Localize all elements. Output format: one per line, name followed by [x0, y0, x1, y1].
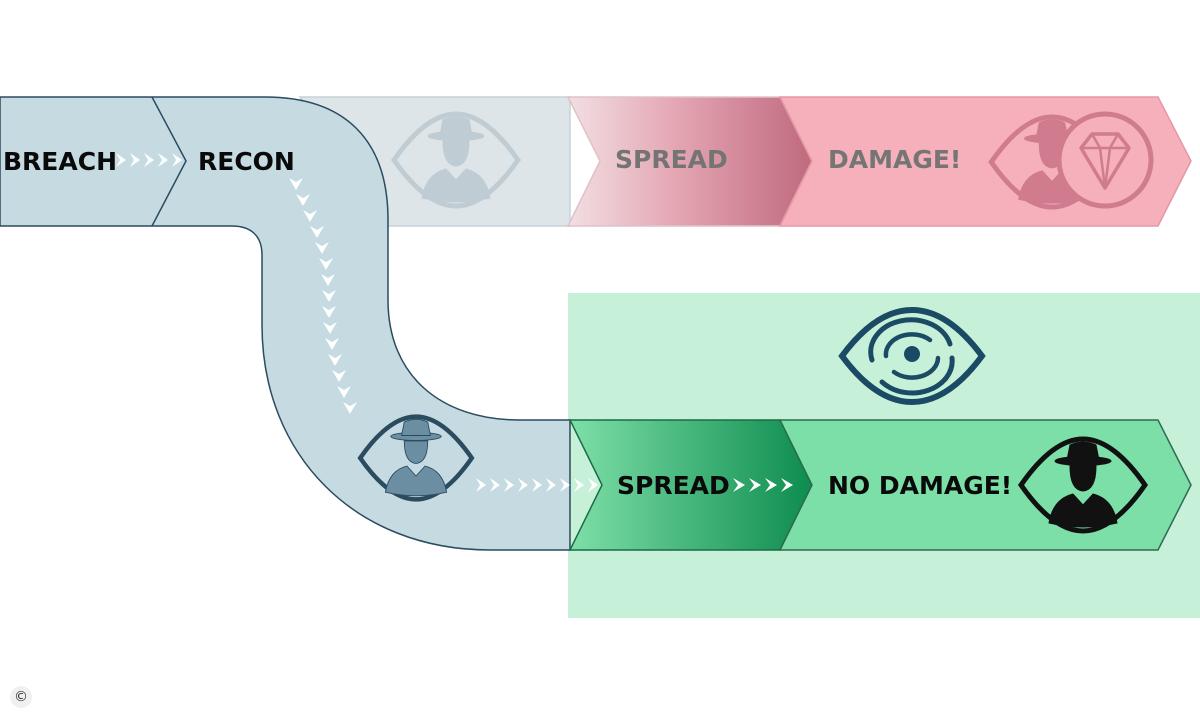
spread-top-label: SPREAD	[615, 145, 728, 174]
diamond-eye-icon	[1056, 111, 1154, 209]
chevron-arrows-icon	[116, 153, 793, 492]
no-damage-label: NO DAMAGE!	[828, 471, 1012, 500]
copyright-icon: ©	[10, 686, 32, 708]
recon-label: RECON	[198, 147, 295, 176]
damage-label: DAMAGE!	[828, 145, 961, 174]
breach-recon-divider	[151, 96, 187, 227]
breach-label: BREACH	[3, 147, 117, 176]
maze-eye-icon	[838, 306, 986, 406]
spread-bottom-label: SPREAD	[617, 471, 730, 500]
